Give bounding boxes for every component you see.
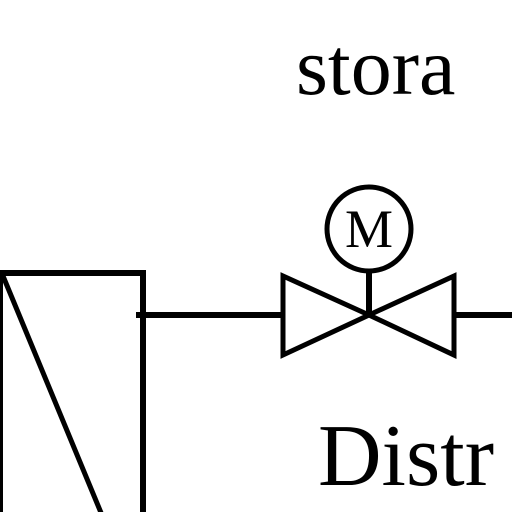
- top-label: stora: [296, 21, 455, 112]
- valve-left-triangle: [280, 272, 375, 359]
- motor-actuator-circle: [324, 184, 414, 274]
- bottom-label: Distr: [318, 408, 494, 505]
- tank-outline: [0, 270, 146, 512]
- valve-right-triangle: [363, 272, 457, 359]
- tank: [0, 270, 146, 512]
- tank-diagonal: [0, 275, 104, 512]
- motor-actuator-label: M: [345, 199, 393, 259]
- motorized-valve: M: [280, 184, 457, 359]
